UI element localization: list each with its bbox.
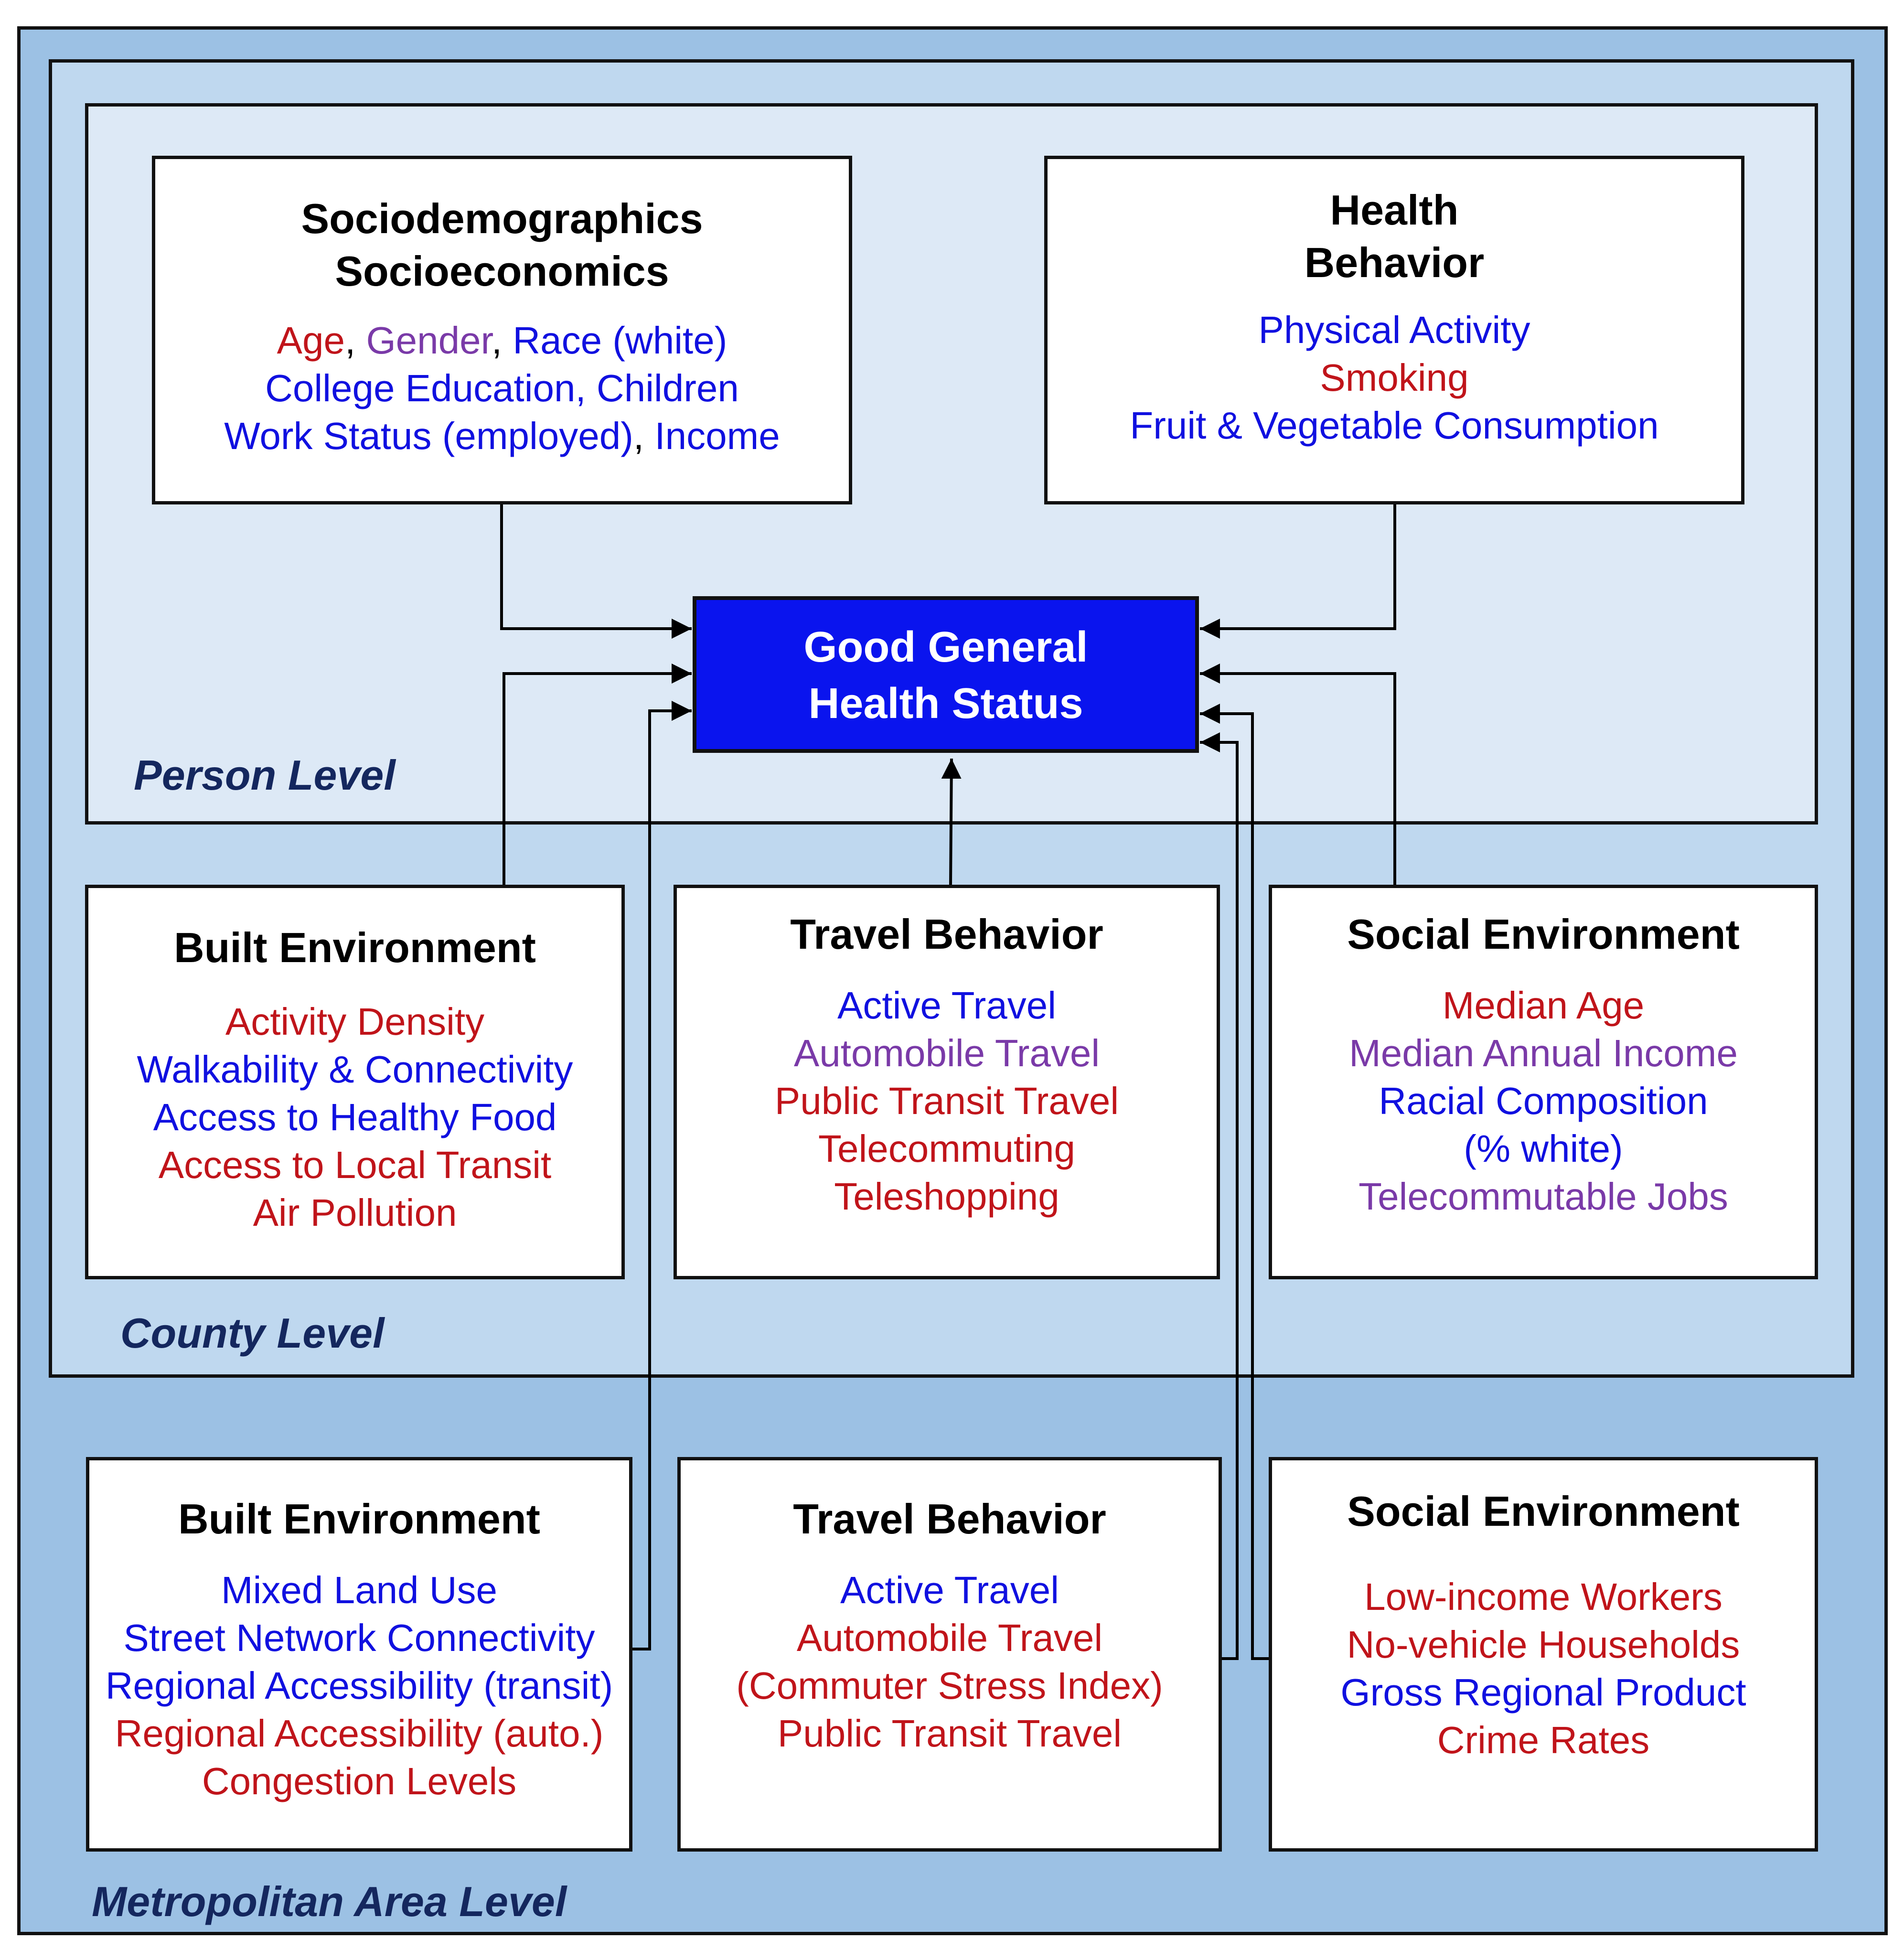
health-behavior-title-line-1: Health [1330, 186, 1459, 234]
factor-item: Active Travel [840, 1569, 1059, 1611]
health-status-title-line-2: Health Status [808, 680, 1083, 728]
factor-item: Regional Accessibility (auto.) [115, 1712, 604, 1755]
factor-item: Telecommuting [818, 1127, 1075, 1170]
county-social-environment-title: Social Environment [1347, 911, 1740, 958]
factor-segment: Race (white) [513, 319, 727, 362]
factor-segment: , [344, 319, 366, 362]
factor-item: Access to Healthy Food [153, 1096, 557, 1138]
factor-item: Congestion Levels [202, 1760, 517, 1802]
factor-item: Crime Rates [1437, 1719, 1650, 1761]
metro-social-environment-title: Social Environment [1347, 1488, 1740, 1535]
factor-item: Telecommutable Jobs [1358, 1175, 1728, 1218]
sociodemographics-line-2: College Education, Children [155, 364, 849, 412]
factor-item: Public Transit Travel [777, 1712, 1122, 1755]
factor-item: No-vehicle Households [1347, 1623, 1740, 1666]
sociodemographics-line-3: Work Status (employed), Income [155, 412, 849, 460]
health-status-title-line-1: Good General [803, 623, 1088, 671]
factor-item: (% white) [1464, 1127, 1623, 1170]
factor-item: Mixed Land Use [221, 1569, 498, 1611]
factor-segment: Gender [366, 319, 492, 362]
sociodemographics-title: Sociodemographics [301, 195, 703, 242]
factor-segment: , [633, 415, 655, 457]
factor-item: Activity Density [225, 1000, 485, 1043]
factor-item: Gross Regional Product [1340, 1671, 1746, 1714]
factor-item: Automobile Travel [796, 1617, 1103, 1659]
factor-segment: Income [654, 415, 780, 457]
factor-item: Median Age [1442, 984, 1645, 1027]
county-built-environment-title: Built Environment [174, 924, 536, 971]
factor-item: Access to Local Transit [158, 1144, 552, 1186]
factor-item: Low-income Workers [1364, 1575, 1722, 1618]
factor-item: Automobile Travel [793, 1032, 1100, 1074]
factor-item: Public Transit Travel [774, 1080, 1119, 1122]
metro-travel-behavior-title: Travel Behavior [793, 1495, 1106, 1543]
sociodemographics-box: Sociodemographics Socioeconomics Age, Ge… [152, 156, 852, 504]
factor-item: Street Network Connectivity [123, 1617, 595, 1659]
factor-segment: College Education, Children [265, 367, 739, 409]
sociodemographics-items: Age, Gender, Race (white) College Educat… [155, 317, 849, 460]
factor-item: Median Annual Income [1349, 1032, 1738, 1074]
factor-item: Smoking [1320, 356, 1469, 399]
factor-item: (Commuter Stress Index) [736, 1664, 1163, 1707]
metro-level-label: Metropolitan Area Level [92, 1878, 567, 1925]
factor-item: Fruit & Vegetable Consumption [1130, 404, 1659, 447]
socioeconomics-title: Socioeconomics [335, 247, 669, 295]
factor-item: Physical Activity [1258, 309, 1530, 351]
person-level-label: Person Level [134, 751, 396, 799]
good-general-health-status-box: Good General Health Status [693, 596, 1199, 753]
factor-segment: , [491, 319, 513, 362]
factor-item: Air Pollution [253, 1191, 457, 1234]
county-travel-behavior-title: Travel Behavior [790, 911, 1103, 958]
factor-segment: Work Status (employed) [224, 415, 633, 457]
factor-segment: Age [277, 319, 345, 362]
county-level-label: County Level [120, 1309, 385, 1357]
factor-item: Active Travel [837, 984, 1056, 1027]
factor-item: Walkability & Connectivity [137, 1048, 573, 1091]
sociodemographics-line-1: Age, Gender, Race (white) [155, 317, 849, 364]
factor-item: Regional Accessibility (transit) [105, 1664, 613, 1707]
health-behavior-title-line-2: Behavior [1304, 239, 1485, 286]
metro-built-environment-title: Built Environment [178, 1495, 540, 1543]
factor-item: Racial Composition [1379, 1080, 1708, 1122]
factor-item: Teleshopping [834, 1175, 1059, 1218]
